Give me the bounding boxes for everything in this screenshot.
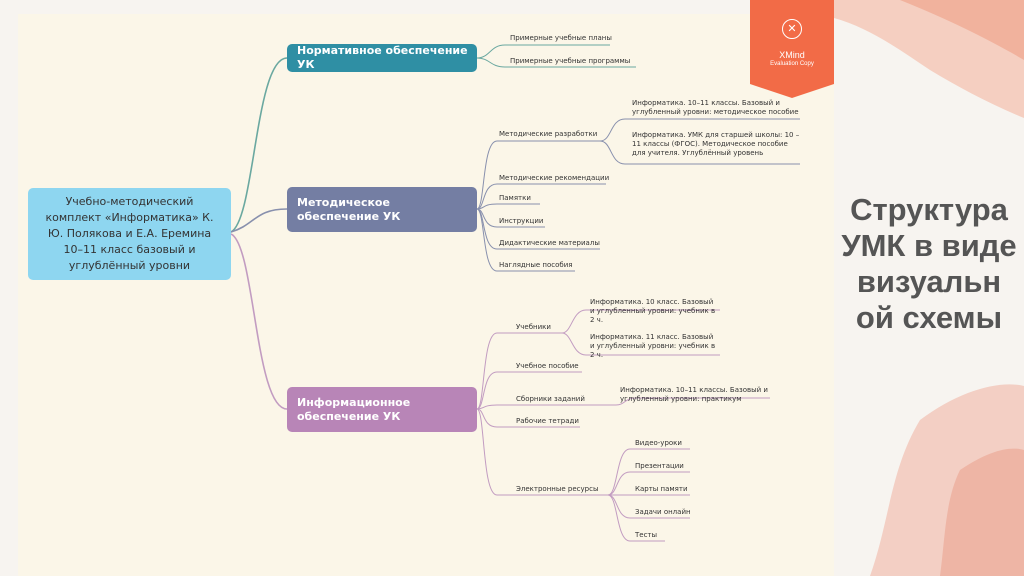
connector-root-normative [230,57,288,233]
topic-methodical-developments[interactable]: Методические разработки [499,130,598,138]
branch-normative[interactable]: Нормативное обеспечение УК [287,44,477,72]
topic-presentations[interactable]: Презентации [635,462,684,470]
branch-informational[interactable]: Информационное обеспечение УК [287,387,477,432]
topic-textbook-11[interactable]: Информатика. 11 класс. Базовый и углубле… [590,333,716,359]
topic-video-lessons[interactable]: Видео-уроки [635,439,682,447]
topic-practicum[interactable]: Информатика. 10–11 классы. Базовый и угл… [620,386,768,403]
xmind-icon: ✕ [782,19,802,39]
topic-didactic-materials[interactable]: Дидактические материалы [499,239,600,247]
topic-sample-plans[interactable]: Примерные учебные планы [510,34,612,42]
branch-methodical-label: Методическое обеспечение УК [297,195,401,223]
topic-tests[interactable]: Тесты [635,531,658,539]
connector-normative-plans [476,44,610,59]
topic-mind-maps[interactable]: Карты памяти [635,485,688,493]
topic-methodical-recommendations[interactable]: Методические рекомендации [499,174,610,182]
topic-sample-programs[interactable]: Примерные учебные программы [510,57,631,65]
slide-title: Структура УМК в виде визуальн ой схемы [841,192,1017,335]
topic-study-guide[interactable]: Учебное пособие [516,362,579,370]
branch-normative-label: Нормативное обеспечение УК [297,44,468,71]
root-topic[interactable]: Учебно-методический комплект «Информатик… [28,188,231,280]
branch-informational-label: Информационное обеспечение УК [297,395,411,423]
topic-instructions[interactable]: Инструкции [499,217,544,225]
topic-task-collections[interactable]: Сборники заданий [516,395,585,403]
xmind-brand: XMind [779,50,805,60]
connector-methodical-dev [476,140,600,210]
xmind-evaluation-note: Evaluation Copy [770,61,814,67]
mindmap-canvas [18,14,834,576]
connector-root-informational [230,233,288,410]
topic-methodical-manual-10-11[interactable]: Информатика. 10–11 классы. Базовый и угл… [632,99,799,116]
xmind-watermark [750,0,834,98]
topic-methodical-manual-teacher[interactable]: Информатика. УМК для старшей школы: 10 –… [632,131,800,157]
topic-textbook-10[interactable]: Информатика. 10 класс. Базовый и углубле… [590,298,716,324]
topic-workbooks[interactable]: Рабочие тетради [516,417,579,425]
root-topic-label: Учебно-методический комплект «Информатик… [45,195,214,272]
topic-electronic-resources[interactable]: Электронные ресурсы [516,485,599,493]
topic-textbooks[interactable]: Учебники [516,323,551,331]
topic-memos[interactable]: Памятки [499,194,531,202]
branch-methodical[interactable]: Методическое обеспечение УК [287,187,477,232]
connector-normative-programs [476,57,636,68]
topic-visual-aids[interactable]: Наглядные пособия [499,261,573,269]
connector-root-methodical [230,208,288,233]
topic-online-tasks[interactable]: Задачи онлайн [635,508,691,516]
